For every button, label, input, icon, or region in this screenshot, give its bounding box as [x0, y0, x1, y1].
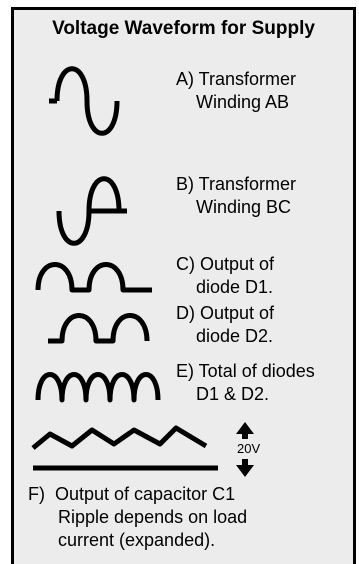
- waveform-c-diode-d1: [35, 262, 152, 293]
- caption-f: F) Output of capacitor C1 Ripple depends…: [28, 484, 248, 550]
- label-a: A) Transformer Winding AB: [176, 69, 297, 112]
- waveform-a-winding-ab: [49, 66, 120, 136]
- supply-waveform-panel: Voltage Waveform for Supply A) Transform…: [11, 7, 356, 564]
- ripple-voltage-label: 20V: [237, 441, 261, 456]
- waveform-e-total: [35, 372, 161, 403]
- label-b: B) Transformer Winding BC: [176, 174, 297, 217]
- waveform-d-diode-d2: [48, 313, 150, 344]
- waveform-b-winding-bc: [56, 176, 127, 246]
- label-d: D) Output of diode D2.: [176, 303, 275, 346]
- waveform-f-capacitor-ripple: [31, 425, 218, 471]
- panel-title: Voltage Waveform for Supply: [52, 18, 315, 39]
- ripple-amplitude-arrow: [236, 422, 254, 477]
- label-e: E) Total of diodes D1 & D2.: [176, 361, 315, 404]
- label-c: C) Output of diode D1.: [176, 254, 275, 297]
